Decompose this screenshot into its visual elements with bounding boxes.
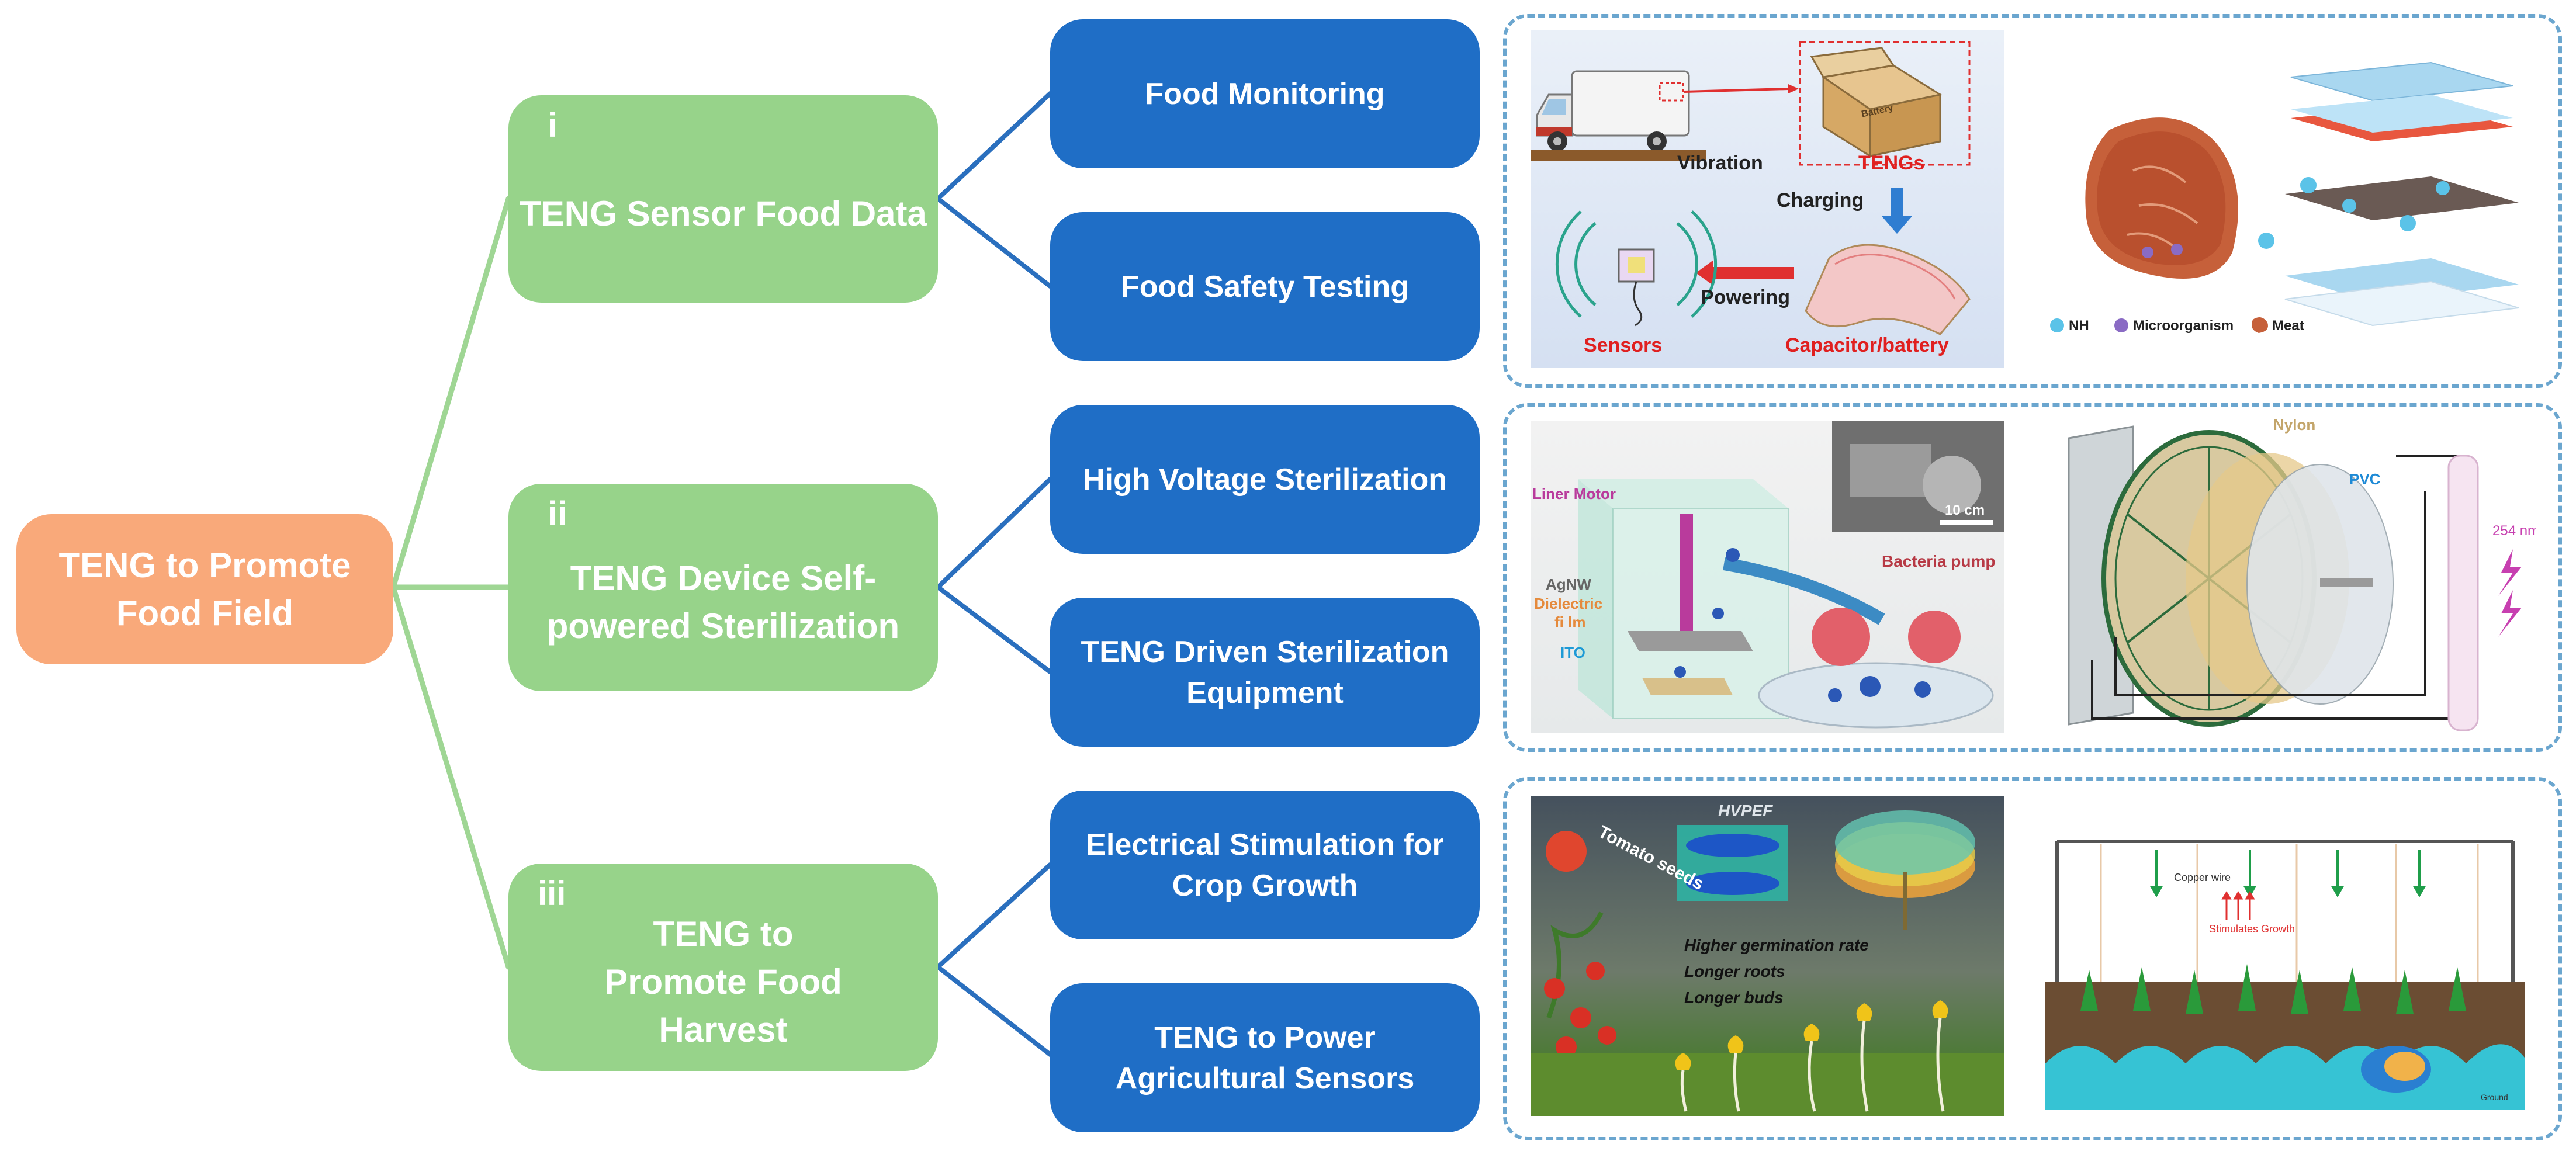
agnw-label: AgNW — [1546, 575, 1591, 593]
leaf-label: Food Monitoring — [1145, 77, 1385, 111]
powering-label: Powering — [1701, 286, 1791, 308]
connector-i-to-leaf2 — [936, 196, 1052, 289]
sensor-icon — [1555, 210, 1718, 318]
charging-label: Charging — [1777, 189, 1864, 212]
sterilization-device-figure: Liner Motor AgNW Dielectric fi lm ITO Ba… — [1531, 421, 2004, 733]
leaf-power-agricultural-sensors: TENG to Power Agricultural Sensors — [1050, 983, 1480, 1132]
bacteria-pipe — [1723, 557, 1885, 625]
leaf-food-safety-testing: Food Safety Testing — [1050, 212, 1480, 361]
uv-lamp — [2447, 455, 2479, 731]
hvpef-label: HVPEF — [1718, 802, 1773, 820]
branch-node-ii: ii TENG Device Self-powered Sterilizatio… — [508, 484, 938, 691]
branch-node-i: i TENG Sensor Food Data — [508, 95, 938, 303]
rotary-teng-figure: Nylon PVC 254 nm — [2045, 415, 2536, 739]
crop-stimulation-figure: HVPEF Tomato seeds Higher germination ra… — [1531, 796, 2004, 1116]
benefit-germination: Higher germination rate — [1684, 936, 1869, 954]
leaf-label: Food Safety Testing — [1120, 269, 1410, 304]
ito-label: ITO — [1560, 644, 1585, 661]
connector-iii-to-leaf1 — [936, 862, 1052, 969]
leaf-food-monitoring: Food Monitoring — [1050, 19, 1480, 168]
nh-legend-label: NH — [2069, 318, 2089, 334]
microorganism-legend-icon — [2114, 318, 2128, 332]
leaf-label: Electrical Stimulation for Crop Growth — [1086, 827, 1444, 903]
meat-icon — [2085, 117, 2238, 279]
branch-label: TENG Device Self-powered Sterilization — [546, 558, 900, 646]
leaf-high-voltage-sterilization: High Voltage Sterilization — [1050, 405, 1480, 554]
connector-ii-to-leaf1 — [936, 477, 1052, 590]
truck-icon — [1531, 70, 1706, 161]
capacitor-sheet-icon — [1805, 244, 1971, 335]
tengs-label: TENGs — [1858, 152, 1925, 174]
meat-sensor-figure: NH Microorganism Meat — [2022, 30, 2536, 368]
benefit-buds: Longer buds — [1684, 989, 1784, 1007]
branch-numeral: iii — [538, 875, 566, 913]
disk-teng-icon — [1835, 810, 1975, 930]
meat-legend-icon — [2251, 317, 2268, 333]
uv-wavelength-label: 254 nm — [2492, 523, 2536, 539]
connector-root-to-i — [390, 196, 511, 590]
vibration-label: Vibration — [1677, 152, 1763, 174]
layered-sensor-icon — [2284, 61, 2519, 327]
dielectric-label: Dielectric — [1534, 595, 1603, 612]
bacteria-pump-label: Bacteria pump — [1882, 552, 1996, 570]
branch-numeral: ii — [548, 495, 567, 533]
branch-numeral: i — [548, 106, 558, 144]
arrow-line — [1684, 88, 1789, 93]
branch-label: TENG to Promote Food Harvest — [604, 914, 842, 1049]
leaf-sterilization-equipment: TENG Driven Sterilization Equipment — [1050, 598, 1480, 747]
connector-iii-to-leaf2 — [936, 965, 1052, 1057]
meat-legend-label: Meat — [2272, 318, 2304, 334]
battery-box-icon — [1799, 41, 1971, 166]
sensors-label: Sensors — [1584, 334, 1663, 356]
greenhouse-frame — [2055, 840, 2515, 993]
leaf-electrical-stimulation: Electrical Stimulation for Crop Growth — [1050, 791, 1480, 939]
connector-root-to-iii — [390, 584, 511, 970]
stimulates-growth-label: Stimulates Growth — [2209, 923, 2295, 935]
branch-label: TENG Sensor Food Data — [520, 193, 927, 233]
pvc-label: PVC — [2349, 470, 2381, 488]
tomato-icon — [1546, 831, 1587, 872]
teng-energy-flow-figure: Vibration TENGs Battery Charging Powerin… — [1531, 30, 2004, 368]
nylon-label: Nylon — [2273, 416, 2316, 434]
benefit-roots: Longer roots — [1684, 962, 1785, 980]
nh-legend-icon — [2050, 318, 2064, 332]
greenhouse-figure: Copper wire Stimulates Growth Ground — [2045, 818, 2525, 1110]
copper-wire-label: Copper wire — [2174, 872, 2231, 883]
film-label: fi lm — [1554, 613, 1586, 631]
ground-label: Ground — [2481, 1093, 2508, 1102]
liner-motor-label: Liner Motor — [1532, 485, 1616, 502]
connector-ii-to-leaf2 — [936, 585, 1052, 674]
capacitor-label: Capacitor/battery — [1785, 334, 1949, 356]
branch-node-iii: iii TENG to Promote Food Harvest — [508, 864, 938, 1071]
scale-bar-label: 10 cm — [1945, 502, 1985, 518]
leaf-label: TENG to Power Agricultural Sensors — [1115, 1020, 1415, 1095]
leaf-label: High Voltage Sterilization — [1082, 462, 1448, 497]
microorganism-legend-label: Microorganism — [2133, 318, 2234, 334]
leaf-label: TENG Driven Sterilization Equipment — [1081, 635, 1449, 710]
liner-motor-rod — [1680, 514, 1693, 637]
root-label: TENG to Promote Food Field — [58, 545, 351, 633]
root-node: TENG to Promote Food Field — [16, 514, 393, 664]
transparent-chamber — [1578, 479, 1789, 719]
connector-i-to-leaf1 — [936, 91, 1052, 201]
